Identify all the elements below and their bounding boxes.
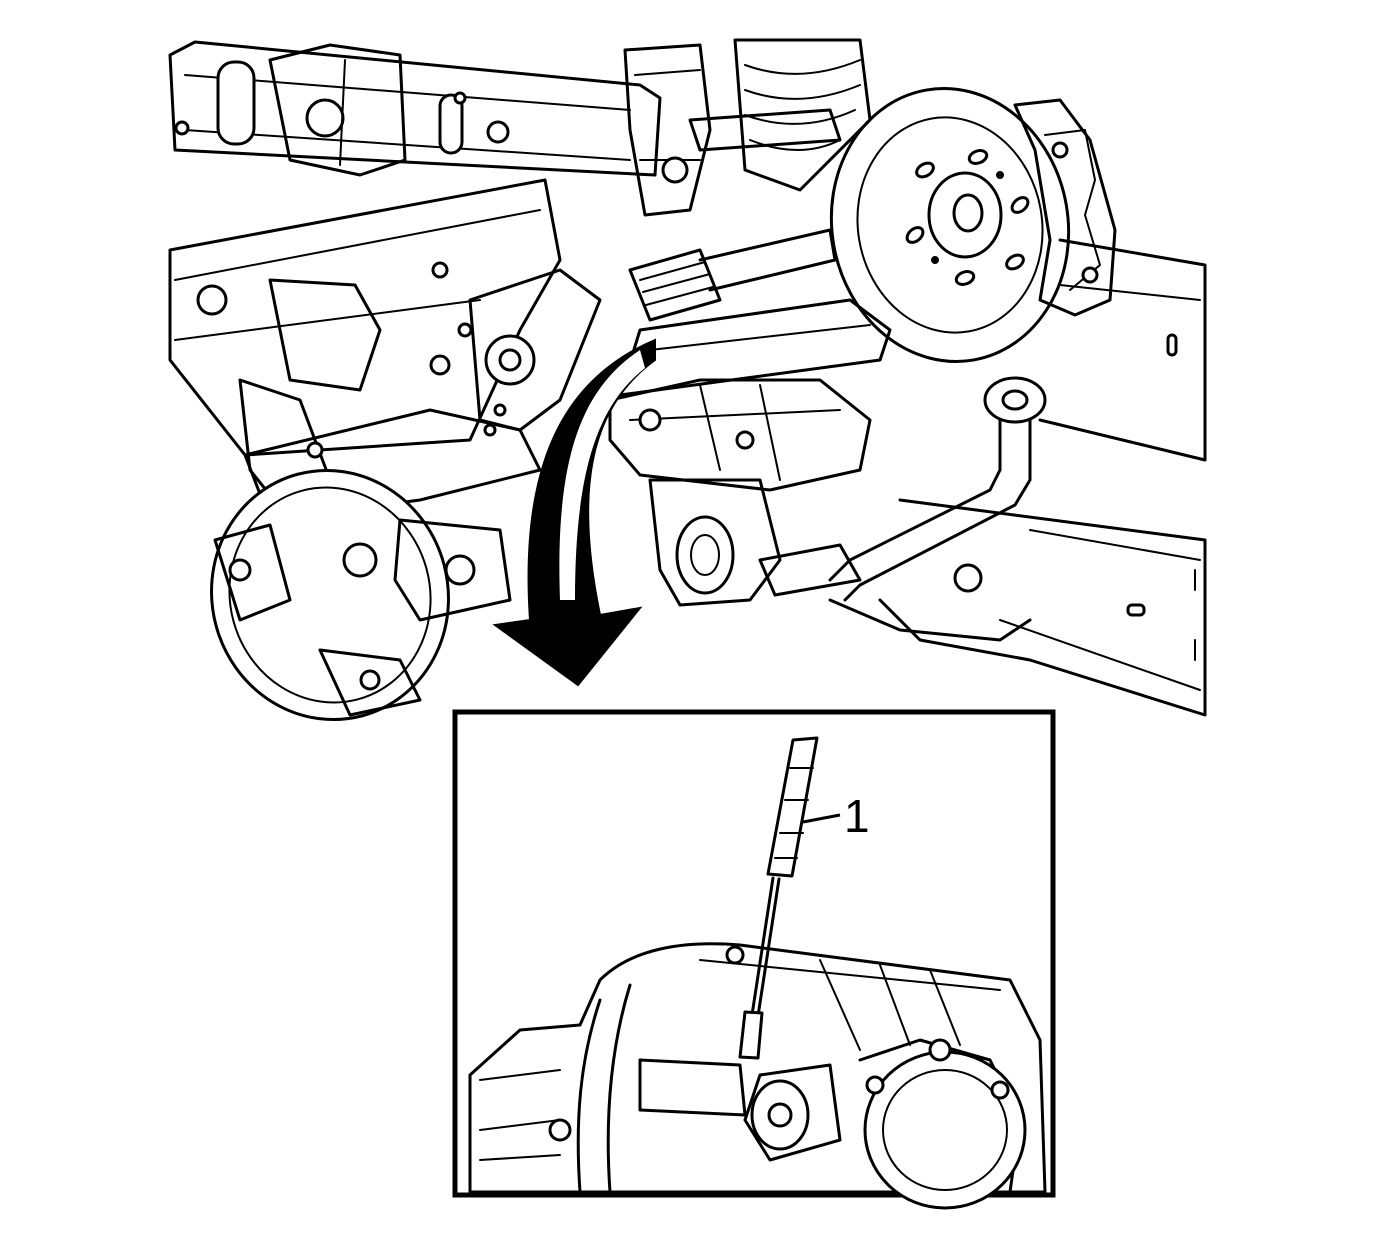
inset-detail-view: 1: [452, 709, 1056, 1210]
coil-spring-strut: [623, 38, 872, 217]
stabilizer-bar: [758, 376, 1047, 602]
axle-cv-boot: [628, 228, 837, 322]
brake-caliper: [1013, 98, 1117, 317]
callout-1-leader: [802, 813, 841, 824]
tool-rod: [738, 736, 819, 1060]
direction-arrow: [492, 338, 656, 687]
vehicle-underbody-view: [168, 38, 1207, 722]
crossmember: [243, 268, 602, 522]
frame-rail-right: [878, 238, 1207, 717]
frame-rail-lower: [168, 178, 562, 522]
transmission-housing: [468, 942, 1047, 1210]
callout-1-label: 1: [844, 790, 870, 842]
front-differential: [608, 378, 872, 492]
rear-brake-backing-plate: [210, 468, 512, 722]
frame-rail-upper: [168, 40, 662, 177]
lower-control-arm: [648, 478, 1032, 642]
